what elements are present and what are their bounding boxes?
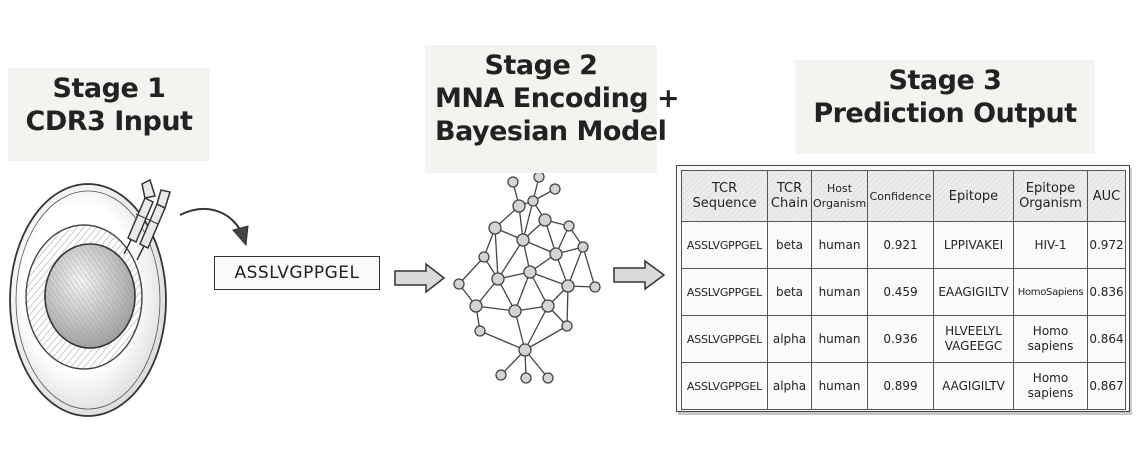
- column-header-epitope: Epitope: [933, 170, 1014, 222]
- cell-confidence: 0.459: [867, 268, 934, 316]
- organism-line: sapiens: [1027, 386, 1074, 400]
- arrow-right-icon: [613, 259, 666, 291]
- header-line: Epitope: [948, 188, 999, 204]
- cell-epitope-organism: HIV-1: [1013, 221, 1088, 269]
- cell-confidence: 0.921: [867, 221, 934, 269]
- table-row: ASSLVGPPGEL beta human 0.921 LPPIVAKEI H…: [681, 221, 1126, 269]
- epitope-line: HLVEELYL: [945, 324, 1002, 338]
- cell-chain: alpha: [767, 315, 812, 363]
- stage-1-title: Stage 1 CDR3 Input: [8, 68, 210, 161]
- epitope-line: LPPIVAKEI: [943, 237, 1004, 252]
- cell-confidence: 0.936: [867, 315, 934, 363]
- table-row: ASSLVGPPGEL beta human 0.459 EAAGIGILTV …: [681, 268, 1126, 316]
- stage-title-line: Prediction Output: [813, 98, 1077, 129]
- organism-line: HomoSapiens: [1017, 286, 1084, 298]
- stage-title-line: Stage 3: [888, 65, 1002, 96]
- column-header-auc: AUC: [1087, 170, 1126, 222]
- cell-epitope: EAAGIGILTV: [933, 268, 1014, 316]
- header-line: Sequence: [692, 196, 757, 211]
- cell-auc: 0.972: [1087, 221, 1126, 269]
- stage-3-title: Stage 3 Prediction Output: [795, 60, 1095, 154]
- header-line: Host: [826, 182, 853, 195]
- cell-sequence: ASSLVGPPGEL: [681, 221, 768, 269]
- stage-title-line: Bayesian Model: [435, 116, 667, 147]
- cell-epitope: AAGIGILTV: [933, 362, 1014, 410]
- header-line: Epitope: [1025, 181, 1076, 196]
- header-line: AUC: [1092, 188, 1121, 204]
- cell-sequence: ASSLVGPPGEL: [681, 362, 768, 410]
- cell-chain: beta: [767, 221, 812, 269]
- tcr-receptor-icon: [123, 178, 171, 261]
- cell-chain: alpha: [767, 362, 812, 410]
- header-line: Chain: [770, 196, 809, 211]
- cell-chain: beta: [767, 268, 812, 316]
- cell-sequence: ASSLVGPPGEL: [681, 268, 768, 316]
- epitope-line: EAAGIGILTV: [938, 284, 1009, 299]
- cell-host: human: [811, 221, 868, 269]
- cdr3-sequence-box: ASSLVGPPGEL: [214, 256, 380, 290]
- stage-title-line: Stage 2: [484, 50, 598, 81]
- cell-confidence: 0.899: [867, 362, 934, 410]
- cell-host: human: [811, 268, 868, 316]
- cell-epitope: LPPIVAKEI: [933, 221, 1014, 269]
- organism-line: Homo: [1032, 324, 1069, 338]
- header-line: TCR: [711, 181, 738, 196]
- cell-host: human: [811, 362, 868, 410]
- stage-title-line: Stage 1: [52, 73, 166, 104]
- epitope-line: AAGIGILTV: [942, 378, 1005, 393]
- stage-title-line: CDR3 Input: [25, 106, 193, 137]
- header-line: TCR: [776, 181, 803, 196]
- network-graph-icon: [453, 171, 601, 384]
- organism-line: sapiens: [1027, 339, 1074, 353]
- header-line: Organism: [813, 197, 867, 210]
- header-line: Organism: [1019, 196, 1082, 211]
- stage-title-line: MNA Encoding +: [435, 83, 680, 114]
- epitope-line: VAGEEGC: [944, 339, 1003, 353]
- curved-arrow-icon: [179, 207, 249, 247]
- t-cell-icon: [9, 183, 167, 417]
- cell-sequence: ASSLVGPPGEL: [681, 315, 768, 363]
- cell-auc: 0.836: [1087, 268, 1126, 316]
- column-header-confidence: Confidence: [867, 170, 934, 222]
- cell-host: human: [811, 315, 868, 363]
- header-line: Confidence: [869, 189, 932, 203]
- cell-auc: 0.864: [1087, 315, 1126, 363]
- stage-2-title: Stage 2 MNA Encoding + Bayesian Model: [425, 45, 680, 173]
- organism-line: Homo: [1032, 371, 1069, 385]
- cell-epitope-organism: HomoSapiens: [1013, 268, 1088, 316]
- table-row: ASSLVGPPGEL alpha human 0.899 AAGIGILTV …: [681, 362, 1126, 410]
- cell-auc: 0.867: [1087, 362, 1126, 410]
- organism-line: HIV-1: [1034, 237, 1067, 252]
- arrow-right-icon: [394, 262, 446, 294]
